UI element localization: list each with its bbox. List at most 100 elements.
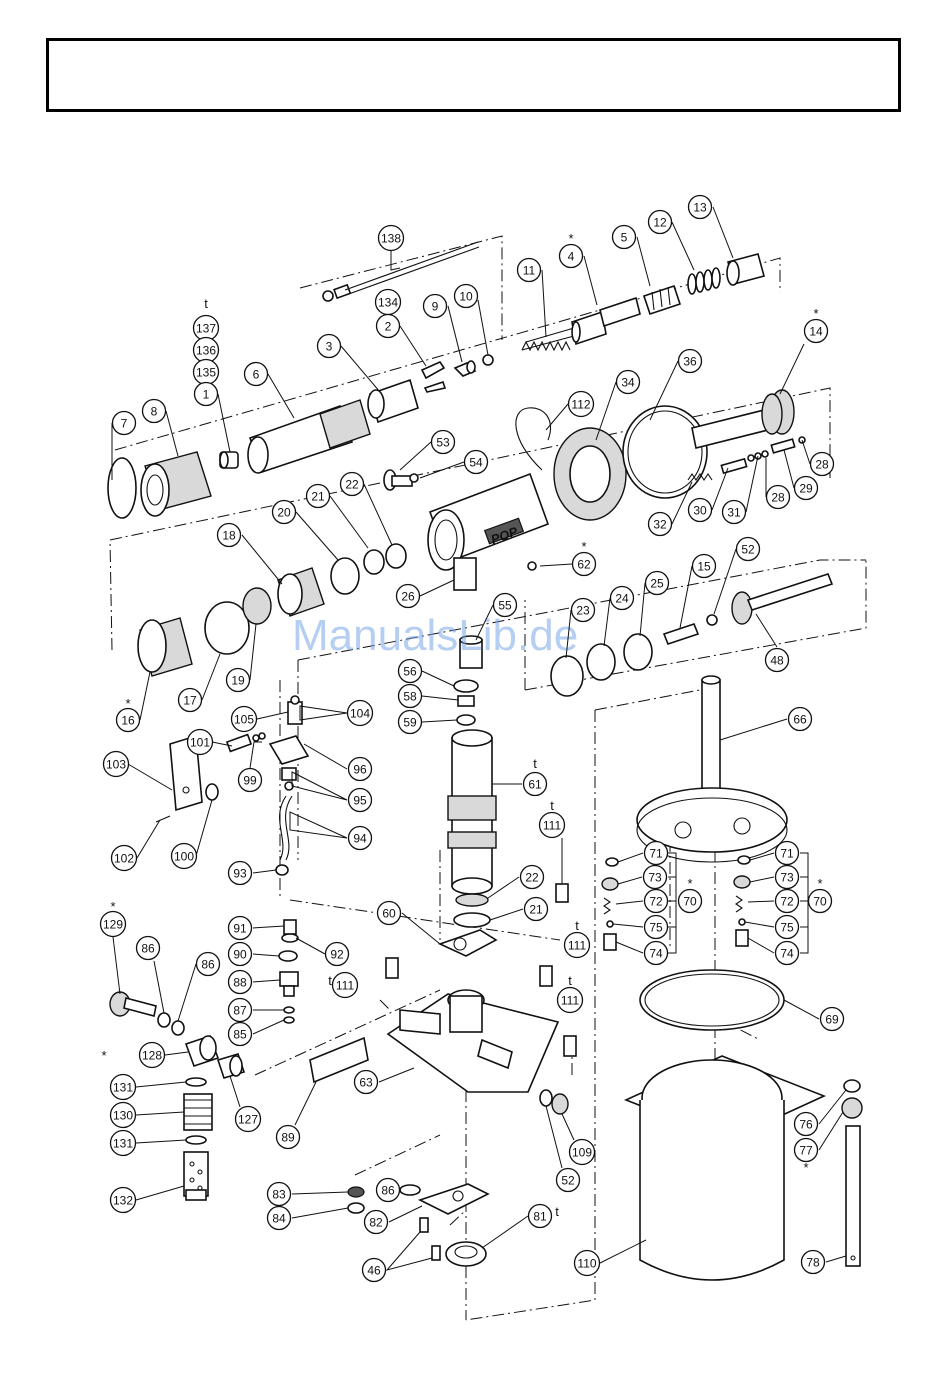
callout-label: 15 (697, 560, 711, 574)
callout-92: 92 (324, 941, 350, 967)
callout-label: 18 (222, 529, 236, 543)
callout-circle (567, 390, 595, 418)
callout-label: 75 (780, 921, 794, 935)
ring-22b (455, 893, 489, 907)
leader-103 (127, 763, 173, 791)
callout-label: 84 (272, 1212, 286, 1226)
leader-23 (565, 609, 572, 659)
callout-label: 70 (683, 895, 697, 909)
leader-36 (649, 360, 679, 421)
leader-26 (419, 579, 455, 597)
leader-96 (303, 743, 348, 770)
callout-111d: 111 (556, 986, 584, 1014)
leader-1 (217, 393, 231, 453)
gauge-89 (309, 1036, 369, 1084)
callout-75a: 75 (643, 914, 669, 940)
callout-label: 110 (577, 1257, 596, 1271)
callout-56: 56 (397, 658, 423, 684)
callout-label: 95 (353, 794, 367, 808)
callout-circle (376, 900, 402, 926)
callout-circle (522, 771, 548, 797)
leader-75a (612, 923, 644, 928)
callout-label: 12 (653, 216, 667, 230)
leader-3 (340, 345, 381, 393)
callout-74a: 74 (643, 940, 669, 966)
leader-78 (825, 1255, 847, 1263)
callout-circle (570, 597, 596, 623)
callout-circle (647, 511, 673, 537)
callout-circle (422, 293, 448, 319)
callout-circle (774, 888, 800, 914)
callout-138: 138 (377, 224, 405, 252)
callout-circle (331, 971, 359, 999)
callout-circle (819, 1006, 845, 1032)
callout-label: 100 (174, 850, 194, 864)
callout-7: 7 (111, 410, 137, 436)
t-mark: t (328, 973, 332, 988)
callout-label: 10 (459, 290, 473, 304)
callout-label: 69 (825, 1013, 839, 1027)
callout-111c: 111 (331, 971, 359, 999)
callout-55: 55 (492, 592, 518, 618)
callout-circle (735, 536, 761, 562)
screw-111b (385, 957, 399, 979)
callout-circle (643, 914, 669, 940)
callout-label: 20 (277, 506, 291, 520)
tube-94b (285, 795, 293, 861)
callout-86a: 86 (135, 935, 161, 961)
callout-82: 82 (363, 1209, 389, 1235)
callout-label: 129 (103, 918, 123, 932)
callout-5: 5 (611, 224, 637, 250)
callout-label: 138 (381, 232, 401, 246)
filter-132 (183, 1151, 209, 1201)
ring-21b (453, 912, 491, 928)
leader-55 (475, 604, 494, 641)
callout-circle (643, 940, 669, 966)
leader-46 (385, 1231, 433, 1271)
ring-17 (204, 601, 250, 655)
callout-102: 102 (110, 844, 138, 872)
leader-17 (201, 653, 221, 701)
callout-24: 24 (609, 585, 635, 611)
callout-circle (615, 369, 641, 395)
part-53-54 (383, 469, 419, 491)
callout-label: 102 (114, 852, 134, 866)
leader-19 (249, 623, 257, 681)
callout-110: 110 (573, 1249, 601, 1277)
plate-82 (417, 1183, 490, 1215)
callout-circle (111, 410, 137, 436)
leader-131a (135, 1081, 187, 1088)
callout-52a: 52 (735, 536, 761, 562)
callout-label: 92 (330, 948, 344, 962)
callout-25: 25 (644, 570, 670, 596)
callout-circle (363, 1209, 389, 1235)
callout-label: 30 (693, 504, 707, 518)
callout-circle (227, 915, 253, 941)
callout-label: 135 (196, 366, 216, 380)
callout-circle (677, 348, 703, 374)
plate-60 (437, 929, 498, 957)
callout-label: 4 (568, 250, 575, 264)
leader-25 (639, 582, 646, 637)
callout-circle (687, 194, 713, 220)
callout-circle (556, 986, 584, 1014)
callout-circle (800, 1249, 826, 1275)
callout-circle (687, 497, 713, 523)
part-5 (642, 284, 682, 316)
callout-circle (463, 449, 489, 475)
leader-10 (477, 299, 489, 356)
leader-24 (603, 597, 611, 647)
callout-label: 60 (382, 907, 396, 921)
callout-label: 59 (403, 716, 417, 730)
callout-label: 56 (403, 665, 417, 679)
callout-label: 71 (780, 847, 794, 861)
screw-46a (419, 1217, 429, 1233)
leader-101 (211, 741, 233, 747)
callout-14: 14 (803, 318, 829, 344)
callout-label: 111 (543, 819, 562, 833)
callout-circle (774, 864, 800, 890)
callout-label: 6 (253, 368, 260, 382)
leader-104 (299, 705, 348, 721)
callout-label: 25 (650, 577, 664, 591)
callout-104: 104 (346, 699, 374, 727)
